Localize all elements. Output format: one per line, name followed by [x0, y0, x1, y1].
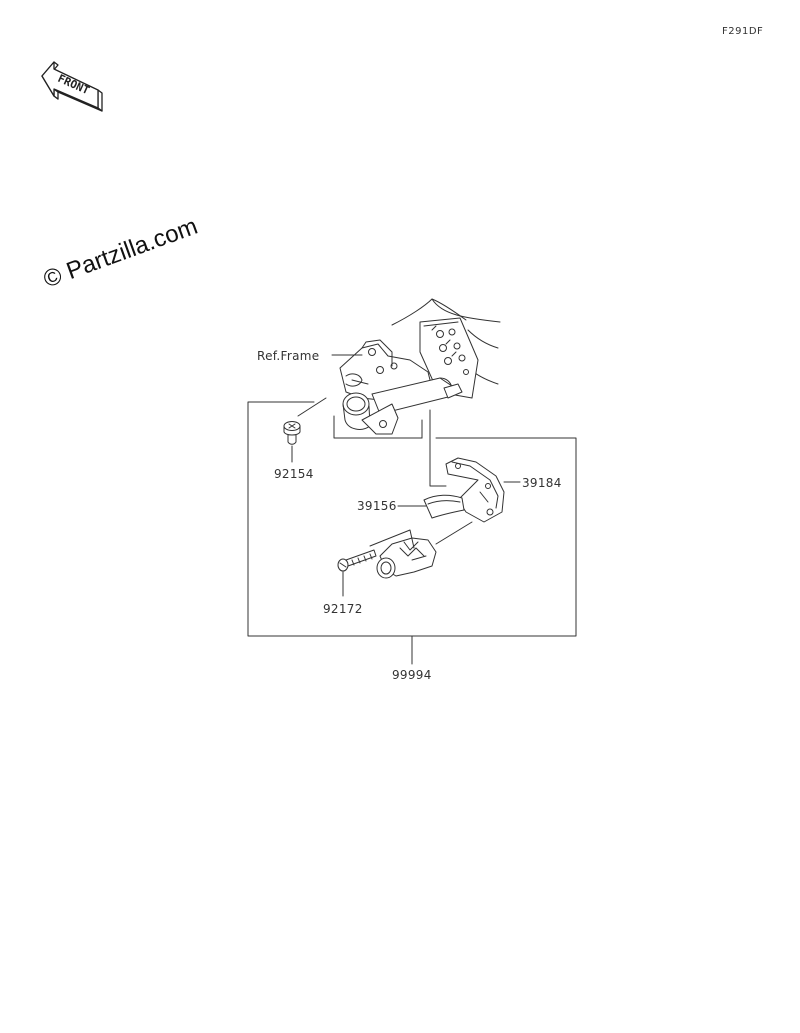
clamp [376, 537, 437, 579]
part-number-label[interactable]: 39184 [522, 476, 562, 490]
part-number-label[interactable]: 99994 [392, 668, 432, 682]
bolt-92172 [337, 549, 377, 597]
front-arrow-icon: FRONT [41, 61, 103, 112]
cover-39184 [435, 457, 521, 545]
lower-flange [361, 403, 399, 435]
diagram-code: F291DF [722, 26, 764, 37]
ref-frame-label: Ref.Frame [257, 349, 320, 363]
assembly-bracket-line [247, 401, 577, 637]
pad-39156 [397, 494, 465, 519]
part-number-label[interactable]: 92154 [274, 467, 314, 481]
bolt-92154 [283, 421, 301, 463]
part-number-label[interactable]: 92172 [323, 602, 363, 616]
part-number-label[interactable]: 39156 [357, 499, 397, 513]
